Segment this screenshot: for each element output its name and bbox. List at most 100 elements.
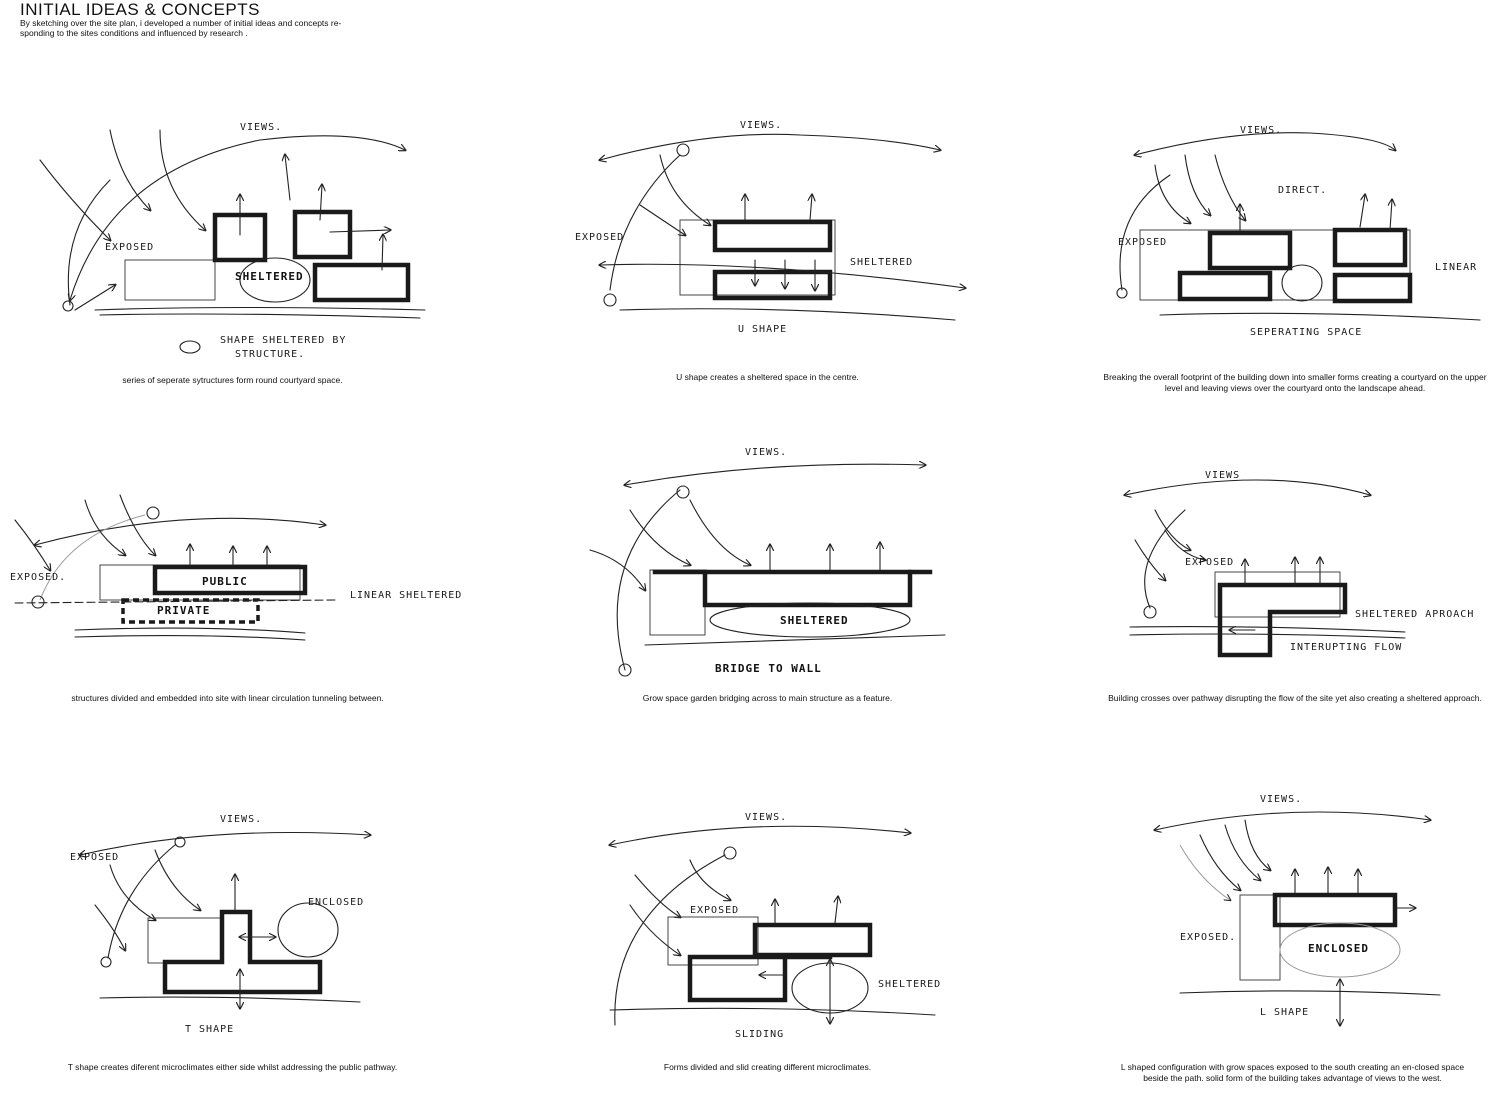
sun-path [1144,509,1186,609]
sun-icon [31,595,45,609]
wind-arrow [1164,529,1205,560]
sliding-label: SLIDING [735,1029,784,1040]
sun-path [614,854,726,1026]
views-label: VIEWS. [1240,125,1282,136]
intro-text: By sketching over the site plan, i devel… [20,18,342,38]
legend-symbol [179,340,201,354]
caption: L shaped configuration with grow spaces … [1120,1062,1465,1083]
wind-arrow [689,499,750,565]
sun-path [67,179,111,306]
sketch-crossing: VIEWS EXPOSED SHELTERED APROACH INTERUPT… [1115,470,1474,658]
ground-line [644,634,946,646]
sheltered-label: SHELTERED [850,257,913,268]
shape-label: U SHAPE [738,324,787,335]
wind-arrow [629,904,680,955]
wind-arrow [94,904,125,950]
caption: Forms divided and slid creating differen… [663,1062,872,1072]
direct-label: DIRECT. [1278,185,1327,196]
exposed-label: EXPOSED [575,232,624,243]
sketch-smaller-forms: VIEWS. DIRECT. EXPOSED LINEAR SEPERATING… [1116,125,1481,338]
legend-label: SHAPE SHELTERED BY [220,335,346,346]
view-arrow [285,155,291,201]
sun-path [1119,174,1171,291]
enclosed-ellipse [1279,922,1401,978]
building-block [687,954,788,1003]
building-block [162,909,323,995]
view-arrow [382,235,383,271]
sketch-bridge: VIEWS. SHELTERED BRIDGE TO WALL [589,447,946,677]
ground-line [1129,633,1406,639]
ground-line [99,313,421,319]
ground-line [609,1007,936,1016]
wind-arrow [689,859,730,900]
view-arrow [810,195,812,221]
sheltered-label: SHELTERED [235,270,304,283]
shape-label: T SHAPE [185,1024,234,1035]
sun-path [616,489,681,671]
views-arc [1125,479,1370,495]
views-label: VIEWS. [220,814,262,825]
caption: Grow space garden bridging across to mai… [642,693,893,703]
wind-arrow [154,849,200,910]
sun-icon [723,846,737,860]
ground-line [1179,990,1441,996]
private-block [121,598,260,624]
private-label: PRIVATE [157,604,210,617]
approach-label: SHELTERED APROACH [1355,609,1474,620]
linear-label: LINEAR SHELTERED [350,590,462,601]
sun-icon [676,485,690,499]
exposed-label: EXPOSED [105,242,154,253]
courtyard-ellipse [709,602,911,638]
sun-path [39,514,146,601]
enclosed-ellipse [277,902,339,958]
wind-arrow [1224,824,1260,880]
building-block [1332,272,1413,304]
view-arrow [835,897,838,924]
enclosed-label: ENCLOSED [308,897,364,908]
sun-icon [146,506,160,520]
building-block [712,219,833,253]
page-title: INITIAL IDEAS & CONCEPTS [20,0,260,19]
wind-arrow [629,509,690,565]
space-label: SEPERATING SPACE [1250,327,1362,338]
circulation-arrow [600,264,965,288]
ground-line [1159,312,1481,321]
caption: T shape creates diferent microclimates e… [67,1062,398,1072]
views-label: VIEWS. [745,447,787,458]
exposed-label: EXPOSED [1185,557,1234,568]
ground-line [74,627,306,634]
caption: Breaking the overall footprint of the bu… [1103,372,1487,393]
building-block [1177,270,1273,302]
wind-arrow [84,499,125,555]
building-outline [1139,229,1411,301]
wind-arrow [119,494,155,555]
view-arrow [320,185,322,221]
building-block [1332,227,1408,268]
views-arc [80,833,370,856]
wind-arrow [1134,539,1165,580]
wind-arrow [109,864,155,920]
caption: series of seperate sytructures form roun… [122,375,343,385]
sheltered-label: SHELTERED [780,614,849,627]
building-outline [147,917,224,964]
wind-arrow [1179,844,1230,900]
ground-line [619,308,956,321]
building-block [712,269,833,301]
views-label: VIEWS. [1260,794,1302,805]
wind-arrow [639,204,685,235]
building-block [1217,582,1348,658]
sketch-l-shape: VIEWS. EXPOSED. ENCLOSED L SHAPE [1140,794,1441,1030]
ground-line [99,996,361,1003]
wind-arrow [14,519,50,570]
courtyard-ellipse [1281,264,1323,302]
sketch-u-shape: VIEWS. EXPOSED SHELTERED U SHAPE [575,120,980,335]
exposed-label: EXPOSED [1118,237,1167,248]
flow-label: INTERUPTING FLOW [1290,642,1402,653]
sketch-courtyard: VIEWS. EXPOSED SHELTERED SHAPE SHELTERED… [39,122,426,360]
circulation-line [14,599,336,604]
building-block [1207,230,1293,271]
wind-arrow [1184,154,1210,215]
shape-label: L SHAPE [1260,1007,1309,1018]
sun-icon [603,293,617,307]
wind-arrow [589,549,645,590]
